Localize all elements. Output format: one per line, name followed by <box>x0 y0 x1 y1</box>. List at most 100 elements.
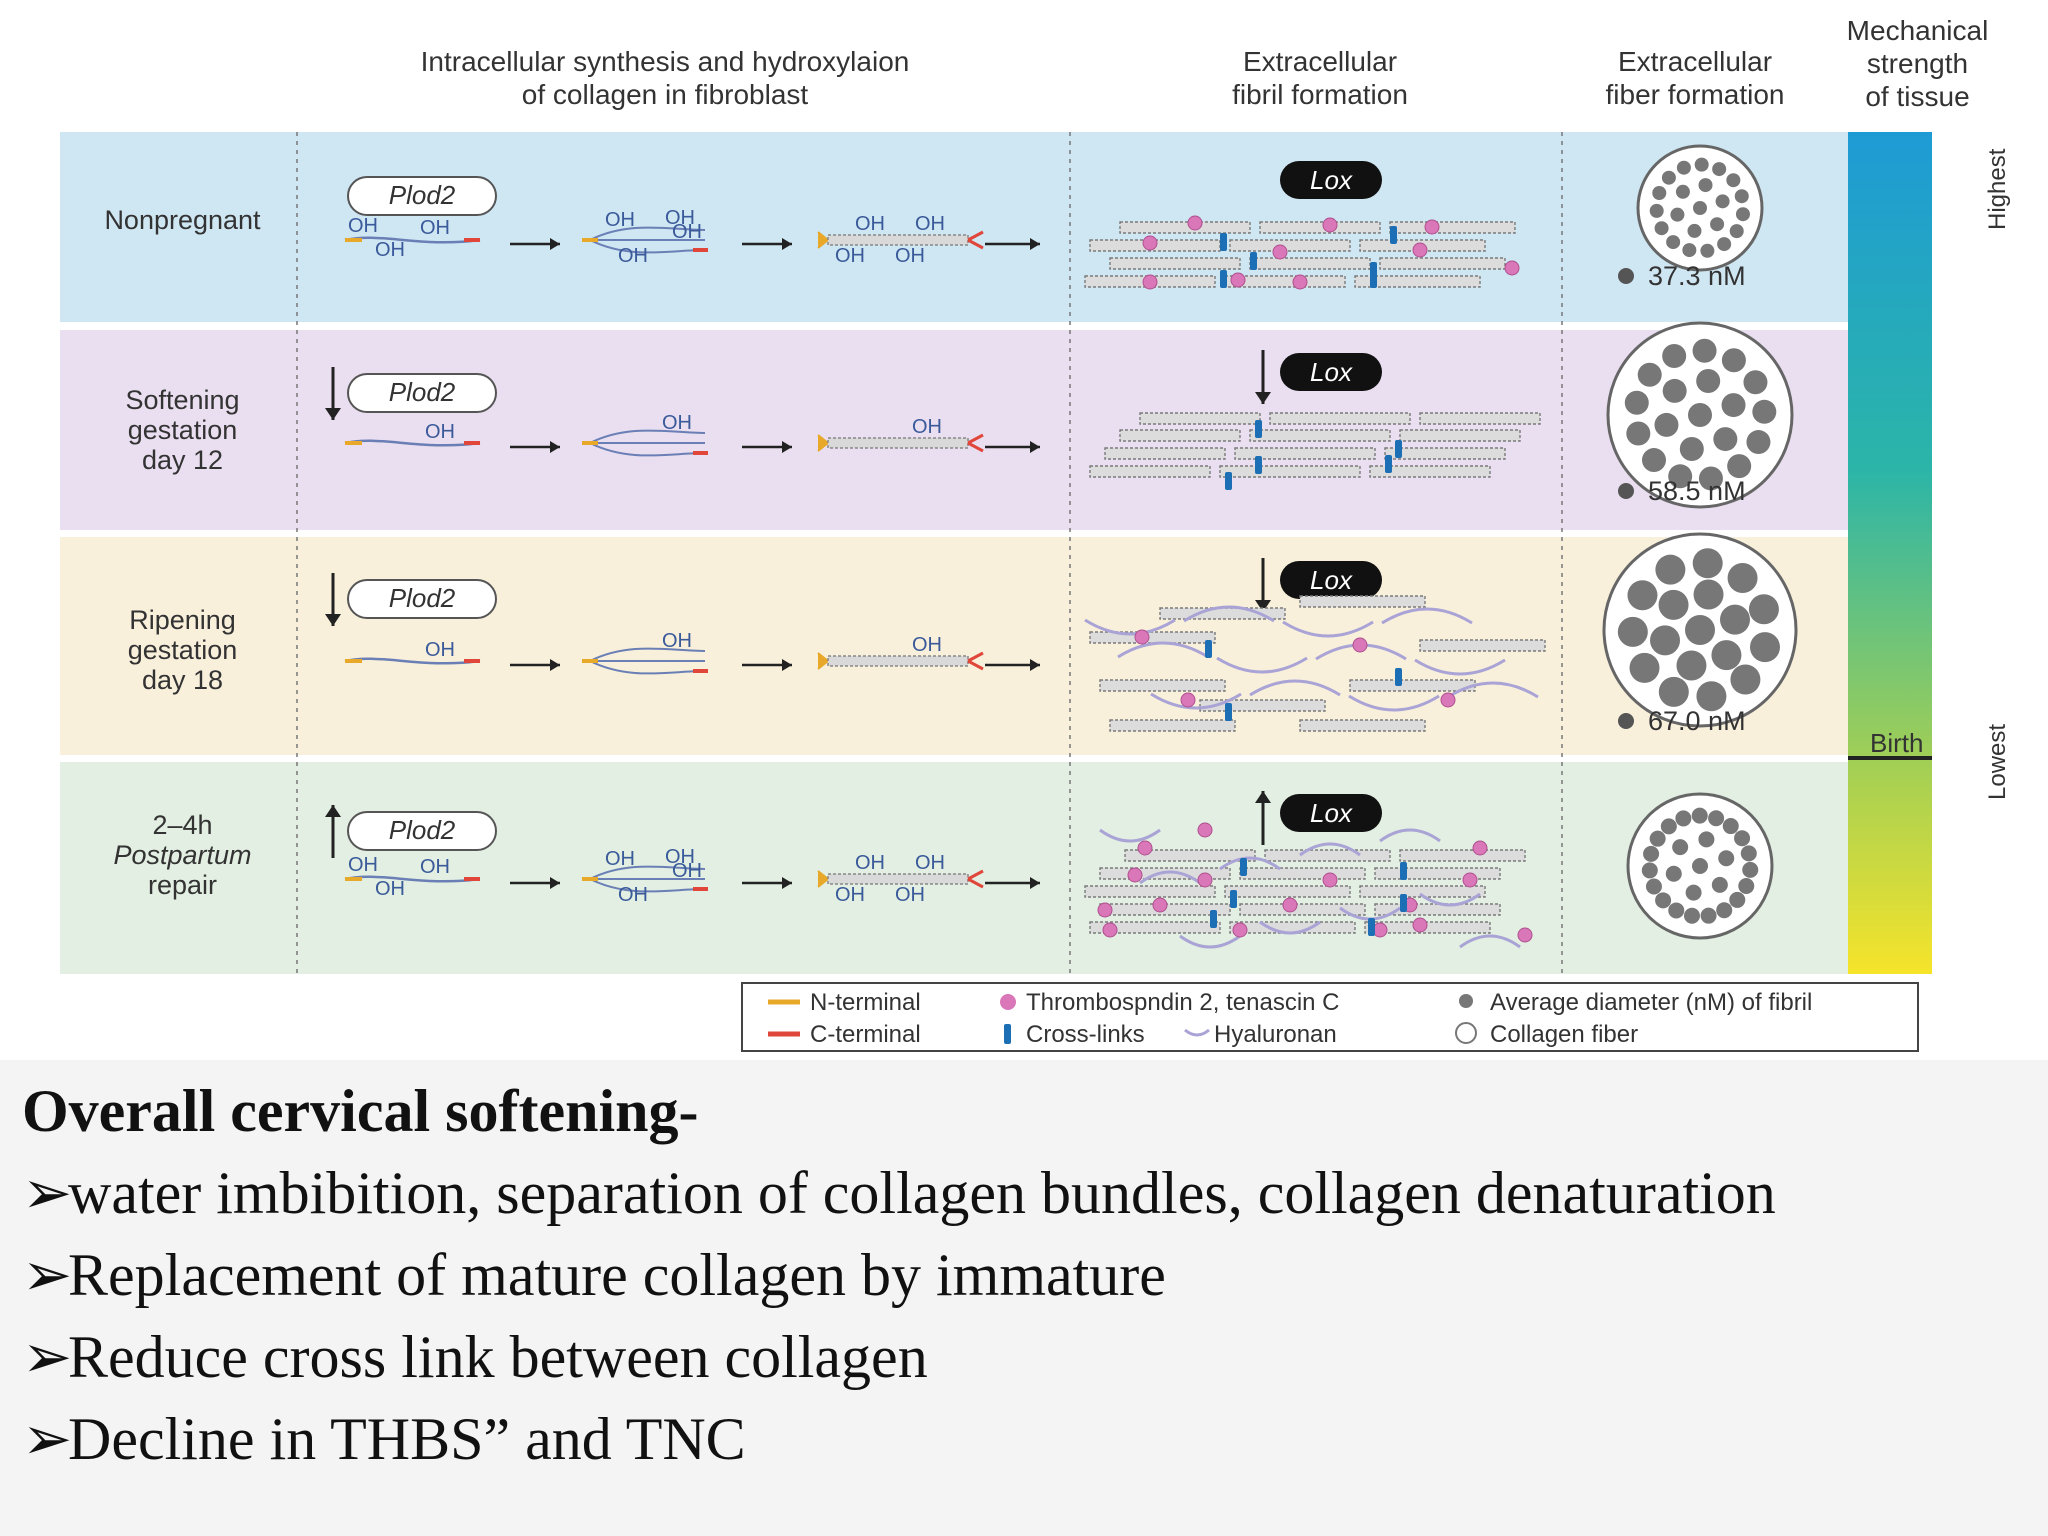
lox-label: Lox <box>1310 165 1353 195</box>
bullet-text: Replacement of mature collagen by immatu… <box>68 1242 1166 1308</box>
thrombospondin-dot <box>1292 274 1308 290</box>
oh-label: OH <box>895 884 925 906</box>
lox-pill <box>1280 353 1382 391</box>
lox-down-arrow-icon-head <box>1255 600 1271 612</box>
row-label-postpartum-line1: 2–4h <box>152 810 213 840</box>
oh-label: OH <box>855 852 885 874</box>
thrombospondin-dot <box>1322 217 1338 233</box>
thrombospondin-dot <box>1232 922 1248 938</box>
fibril-cross-section <box>1742 861 1759 878</box>
fibril-cross-section <box>1748 594 1779 625</box>
fibril-cross-section <box>1658 589 1689 620</box>
row-label-ripening: Ripening gestation day 18 <box>127 605 238 695</box>
fibril <box>1349 679 1476 692</box>
thrombospondin-dot <box>1517 927 1533 943</box>
lowest-label: Lowest <box>1984 724 2011 800</box>
fibril-cross-section <box>1675 810 1692 827</box>
row-label-nonpregnant: Nonpregnant <box>104 205 261 235</box>
oh-label: OH <box>855 213 885 235</box>
fibril-cross-section <box>1711 640 1742 671</box>
bullet-item: ➢Reduce cross link between collagen <box>22 1316 2032 1398</box>
triple-strand <box>589 429 706 444</box>
fibril <box>1384 447 1506 460</box>
lox-label: Lox <box>1310 357 1353 387</box>
fibril-cross-section <box>1675 184 1690 199</box>
plod2-down-arrow-icon-head <box>325 408 341 420</box>
fibril <box>1239 903 1366 916</box>
fibril-cross-section <box>1645 878 1662 895</box>
hyaluronan-strand <box>1084 618 1176 636</box>
oh-label: OH <box>672 860 702 882</box>
oh-label: OH <box>665 207 695 229</box>
process-arrow-head <box>550 441 560 453</box>
strength-bar <box>1848 132 1932 974</box>
fibril-cross-section <box>1730 664 1761 695</box>
fibril <box>1369 465 1491 478</box>
fibril <box>1099 679 1226 692</box>
lox-pill <box>1280 161 1382 199</box>
hyaluronan-strand <box>1299 842 1361 857</box>
process-arrow-head <box>550 238 560 250</box>
fibril-cross-section <box>1676 650 1707 681</box>
cross-link-mark <box>1400 894 1407 912</box>
lox-down-arrow-icon-head <box>1255 392 1271 404</box>
fibril <box>1389 221 1516 234</box>
process-arrow-head <box>1030 659 1040 671</box>
cross-link-mark <box>1255 420 1262 438</box>
fibril-cross-section <box>1693 201 1707 215</box>
fibril <box>1089 631 1216 644</box>
bullet-arrow-icon: ➢ <box>22 1406 73 1472</box>
oh-label: OH <box>425 639 455 661</box>
thrombospondin-dot <box>1412 917 1428 933</box>
collagen-helix <box>827 873 969 885</box>
fibril-cross-section <box>1715 194 1730 209</box>
thrombospondin-dot <box>1230 272 1246 288</box>
triple-strand <box>589 865 706 880</box>
hyaluronan-strand <box>1259 920 1321 935</box>
plod2-label: Plod2 <box>389 583 456 613</box>
bullet-list: Overall cervical softening- ➢water imbib… <box>22 1070 2032 1480</box>
fibril-cross-section <box>1626 421 1651 446</box>
fibril-cross-section <box>1692 548 1723 579</box>
lox-pill <box>1280 561 1382 599</box>
oh-label: OH <box>912 416 942 438</box>
thrombospondin-dot <box>1197 872 1213 888</box>
legend-thrombo: Thrombospndin 2, tenascin C <box>1026 989 1340 1016</box>
lox-label: Lox <box>1310 798 1353 828</box>
hyaluronan-strand <box>1419 892 1481 907</box>
fibril-cross-section <box>1617 616 1648 647</box>
cross-link-mark <box>1240 858 1247 876</box>
thrombospondin-dot <box>1142 235 1158 251</box>
oh-label: OH <box>662 630 692 652</box>
column-header-strength: Mechanical strength of tissue <box>1846 15 1989 112</box>
legend-box <box>741 982 1919 1052</box>
hyaluronan-strand <box>1219 856 1281 871</box>
cross-link-mark <box>1370 270 1377 288</box>
c-terminal-mark <box>967 433 984 453</box>
bullet-text: Decline in THBS” and TNC <box>68 1406 746 1472</box>
fibril-cross-section <box>1698 831 1715 848</box>
thrombospondin-dot <box>1180 692 1196 708</box>
fibril <box>1089 465 1211 478</box>
plod2-up-arrow-icon-head <box>325 805 341 817</box>
legend-hyaluronan: Hyaluronan <box>1214 1021 1337 1048</box>
fibril-cross-section <box>1643 845 1660 862</box>
oh-label: OH <box>348 854 378 876</box>
thrombospondin-dot <box>1440 692 1456 708</box>
fibril-cross-section <box>1721 393 1746 418</box>
row-label-softening: Softening gestation day 12 <box>125 385 240 475</box>
fibril-cross-section <box>1654 412 1679 437</box>
bullet-text: Reduce cross link between collagen <box>68 1324 928 1390</box>
fibril-cross-section <box>1672 839 1689 856</box>
legend-hyaluronan-swatch <box>1184 1028 1210 1037</box>
fibril-cross-section <box>1685 615 1715 645</box>
oh-label: OH <box>605 209 635 231</box>
process-arrow-head <box>782 238 792 250</box>
fibril <box>1264 849 1391 862</box>
fibril-cross-section <box>1746 430 1771 455</box>
fibril-cross-section <box>1729 891 1746 908</box>
fibril <box>1359 885 1486 898</box>
legend-avg-diameter-swatch <box>1459 994 1473 1008</box>
thrombospondin-dot <box>1137 840 1153 856</box>
